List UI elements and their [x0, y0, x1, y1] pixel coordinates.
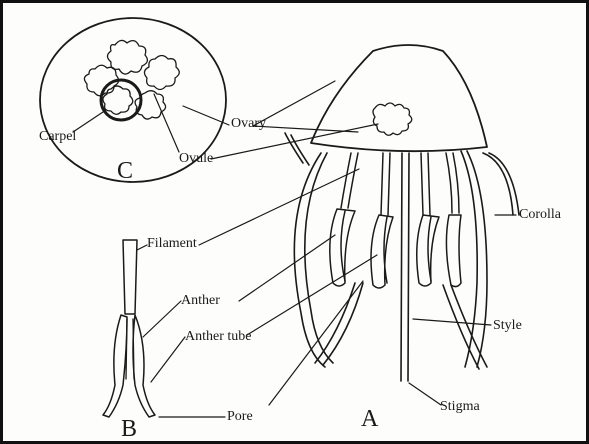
leader-lines-a: [409, 215, 516, 405]
flower-a: [211, 45, 519, 405]
panel-label-c: C: [117, 159, 133, 183]
ovary-dome: [311, 45, 487, 151]
anther-b-left: [103, 315, 127, 417]
label-stigma: Stigma: [440, 400, 480, 414]
ovule-cluster: [84, 40, 179, 119]
style-column: [401, 153, 409, 381]
anther-b-right: [133, 315, 155, 417]
panel-label-b: B: [121, 417, 137, 441]
anthers-a: [330, 209, 461, 288]
label-ovule: Ovule: [179, 152, 213, 166]
label-style: Style: [493, 319, 522, 333]
diagram-drawing: [3, 3, 586, 441]
label-ovary: Ovary: [231, 117, 266, 131]
label-anther: Anther: [181, 294, 220, 308]
leader-lines-c: [73, 94, 229, 152]
label-pore: Pore: [227, 410, 253, 424]
label-anther-tube: Anther tube: [185, 330, 251, 344]
carpel-outline: [101, 80, 141, 120]
label-filament: Filament: [147, 237, 197, 251]
stamen-b: [103, 240, 155, 417]
filaments: [341, 153, 459, 215]
filament-b: [123, 240, 137, 314]
label-corolla: Corolla: [519, 208, 561, 222]
label-carpel: Carpel: [39, 130, 76, 144]
panel-label-a: A: [361, 407, 378, 431]
ovary-ovules: [373, 103, 412, 135]
